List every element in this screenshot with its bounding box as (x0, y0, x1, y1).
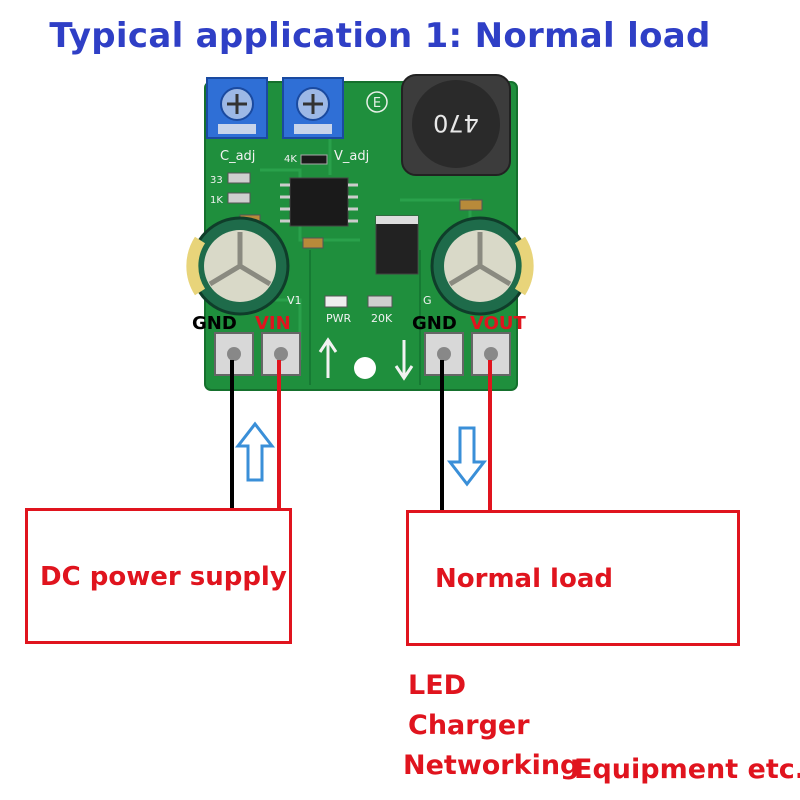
terminal-label-gnd-out: GND (412, 313, 457, 334)
application-item: LED (408, 670, 467, 701)
pwr-led (324, 295, 348, 308)
normal-load-label: Normal load (435, 564, 613, 594)
application-item: Charger (408, 710, 530, 741)
potentiometer-c-adj (206, 77, 268, 139)
svg-text:G: G (423, 294, 432, 307)
svg-text:V1: V1 (287, 294, 302, 307)
e-logo-icon (366, 91, 388, 113)
input-capacitor (186, 216, 290, 316)
silk-v-adj: V_adj (334, 149, 369, 164)
svg-text:20K: 20K (371, 312, 393, 325)
application-item: Networking (403, 750, 580, 781)
silk-c-adj: C_adj (220, 149, 255, 164)
schottky-diode (375, 215, 419, 275)
application-item: Equipment etc. (574, 754, 800, 785)
terminal-label-vout: VOUT (470, 313, 526, 334)
dc-power-supply-box (25, 508, 292, 644)
ic-chip (280, 177, 358, 227)
svg-text:470: 470 (433, 109, 479, 137)
output-flow-arrow-icon (446, 426, 488, 487)
svg-text:4K: 4K (284, 154, 297, 165)
terminal-label-vin: VIN (255, 313, 291, 334)
output-capacitor (430, 216, 534, 316)
svg-text:E: E (373, 96, 381, 111)
svg-text:33: 33 (210, 175, 223, 186)
board-down-arrow-icon (394, 340, 414, 381)
svg-text:PWR: PWR (326, 312, 352, 325)
potentiometer-v-adj (282, 77, 344, 139)
normal-load-box (406, 510, 740, 646)
input-flow-arrow-icon (234, 421, 276, 482)
board-up-arrow-icon (318, 337, 338, 378)
diagram-title: Typical application 1: Normal load (49, 16, 711, 56)
inductor: 470 (401, 74, 511, 176)
terminal-label-gnd-in: GND (192, 313, 237, 334)
svg-text:1K: 1K (210, 195, 223, 206)
wires (230, 360, 492, 512)
dc-power-supply-label: DC power supply (40, 562, 287, 592)
